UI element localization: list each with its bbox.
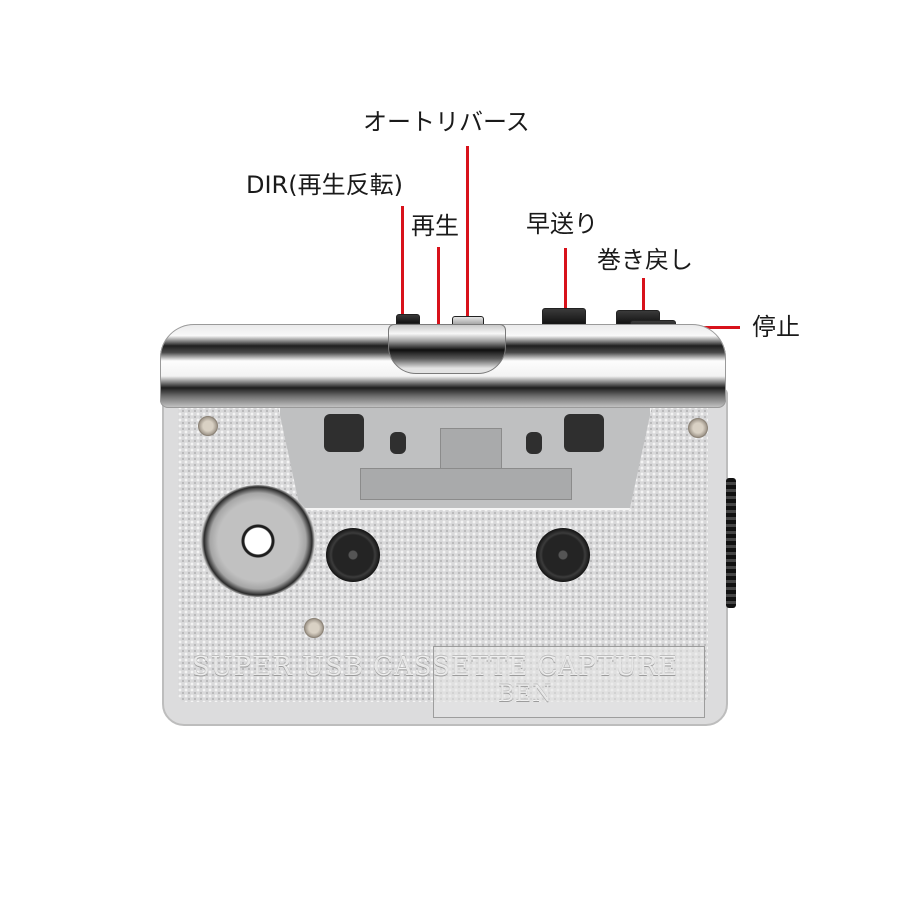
volume-wheel[interactable] (726, 478, 736, 608)
tape-head (440, 428, 502, 470)
guide-right (526, 432, 542, 454)
tape-reel (200, 485, 316, 597)
dir-leader-line (401, 206, 404, 322)
clear-housing: SUPER USB CASSETTE CAPTURE BEN (162, 388, 728, 726)
reel-hub-right (536, 528, 590, 582)
screw-top-right (688, 418, 708, 438)
embossed-brand-text: SUPER USB CASSETTE CAPTURE (192, 652, 679, 682)
play-button[interactable] (388, 324, 506, 374)
screw-top-left (198, 416, 218, 436)
stop-label: 停止 (752, 313, 800, 341)
auto-reverse-label: オートリバース (363, 108, 530, 136)
pinch-roller-right (564, 414, 604, 452)
dir-label: DIR(再生反転) (246, 171, 403, 199)
label-plate (433, 646, 705, 718)
rewind-label: 巻き戻し (597, 246, 693, 274)
fast-forward-label: 早送り (526, 210, 598, 238)
head-bracket (360, 468, 572, 500)
cassette-player: SUPER USB CASSETTE CAPTURE BEN (160, 308, 740, 728)
screw-bottom (304, 618, 324, 638)
reel-hub-left (326, 528, 380, 582)
guide-left (390, 432, 406, 454)
fast-forward-leader-line (564, 248, 567, 310)
rewind-leader-line (642, 278, 645, 312)
tape-mechanism-window (278, 406, 652, 510)
cassette-texture: SUPER USB CASSETTE CAPTURE BEN (178, 400, 708, 718)
auto-reverse-leader-line (466, 146, 469, 324)
embossed-model-text: BEN (498, 682, 553, 707)
pinch-roller-left (324, 414, 364, 452)
play-leader-line (437, 247, 440, 357)
play-label: 再生 (411, 212, 459, 240)
